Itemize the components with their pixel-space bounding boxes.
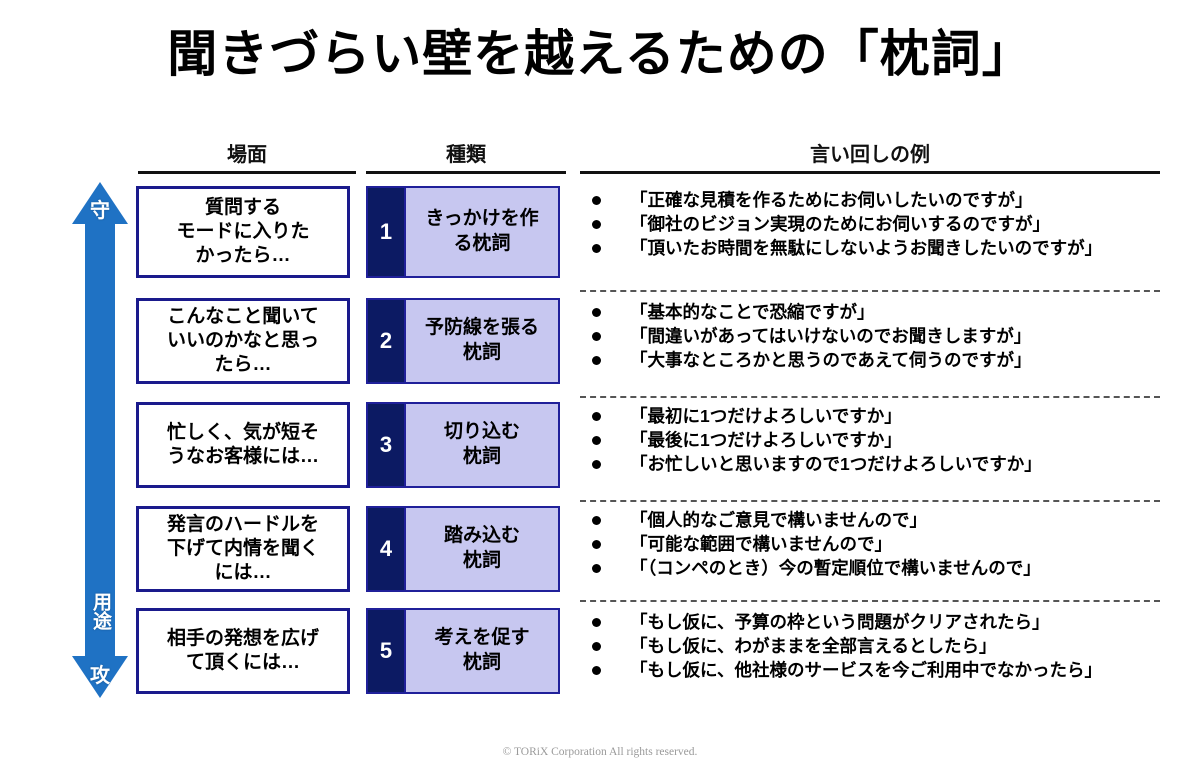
row-separator bbox=[580, 500, 1160, 502]
phrase-list-item: 「（コンペのとき）今の暫定順位で構いませんので」 bbox=[586, 556, 1162, 580]
column-header-scene-rule bbox=[138, 171, 356, 174]
phrase-list-item: 「頂いたお時間を無駄にしないようお聞きしたいのですが」 bbox=[586, 236, 1162, 260]
phrase-list-item: 「大事なところかと思うのであえて伺うのですが」 bbox=[586, 348, 1162, 372]
row-separator bbox=[580, 396, 1160, 398]
type-label: 予防線を張る 枕詞 bbox=[404, 300, 558, 382]
column-header-scene-label: 場面 bbox=[227, 144, 267, 166]
axis-middle-label: 用途 bbox=[90, 592, 111, 630]
arrow-down-icon bbox=[72, 656, 128, 698]
scene-box[interactable]: 発言のハードルを 下げて内情を聞く には… bbox=[136, 506, 350, 592]
type-label: 切り込む 枕詞 bbox=[404, 404, 558, 486]
phrase-list-item: 「お忙しいと思いますので1つだけよろしいですか」 bbox=[586, 452, 1162, 476]
row-separator bbox=[580, 290, 1160, 292]
scene-box[interactable]: 忙しく、気が短そ うなお客様には… bbox=[136, 402, 350, 488]
type-number-badge: 2 bbox=[368, 300, 404, 382]
page-title: 聞きづらい壁を越えるための「枕詞」 bbox=[167, 26, 1033, 82]
phrase-list-item: 「可能な範囲で構いませんので」 bbox=[586, 532, 1162, 556]
phrase-list-item: 「正確な見積を作るためにお伺いしたいのですが」 bbox=[586, 188, 1162, 212]
phrase-list-item: 「御社のビジョン実現のためにお伺いするのですが」 bbox=[586, 212, 1162, 236]
phrase-list-item: 「個人的なご意見で構いませんので」 bbox=[586, 508, 1162, 532]
type-number-badge: 3 bbox=[368, 404, 404, 486]
phrase-list-item: 「最初に1つだけよろしいですか」 bbox=[586, 404, 1162, 428]
axis-bottom-label: 攻 bbox=[90, 665, 110, 687]
column-header-type: 種類 bbox=[366, 144, 566, 174]
phrase-list-item: 「基本的なことで恐縮ですが」 bbox=[586, 300, 1162, 324]
column-header-phrases-rule bbox=[580, 171, 1160, 174]
arrow-up-icon bbox=[72, 182, 128, 224]
column-header-type-rule bbox=[366, 171, 566, 174]
type-label: 踏み込む 枕詞 bbox=[404, 508, 558, 590]
row-separator bbox=[580, 600, 1160, 602]
column-header-scene: 場面 bbox=[138, 144, 356, 174]
phrase-list: 「個人的なご意見で構いませんので」「可能な範囲で構いませんので」「（コンペのとき… bbox=[586, 506, 1162, 580]
type-number-badge: 5 bbox=[368, 610, 404, 692]
phrase-list-item: 「もし仮に、他社様のサービスを今ご利用中でなかったら」 bbox=[586, 658, 1162, 682]
column-header-type-label: 種類 bbox=[446, 144, 486, 166]
scene-box[interactable]: こんなこと聞いて いいのかなと思っ たら… bbox=[136, 298, 350, 384]
phrase-list: 「最初に1つだけよろしいですか」「最後に1つだけよろしいですか」「お忙しいと思い… bbox=[586, 402, 1162, 476]
type-number-badge: 1 bbox=[368, 188, 404, 276]
copyright-footer: © TORiX Corporation All rights reserved. bbox=[502, 746, 698, 758]
usage-axis-arrow: 守 用途 攻 bbox=[72, 182, 128, 698]
phrase-list: 「正確な見積を作るためにお伺いしたいのですが」「御社のビジョン実現のためにお伺い… bbox=[586, 186, 1162, 260]
phrase-list-item: 「もし仮に、予算の枠という問題がクリアされたら」 bbox=[586, 610, 1162, 634]
column-header-phrases: 言い回しの例 bbox=[580, 144, 1160, 174]
type-label: きっかけを作 る枕詞 bbox=[404, 188, 558, 276]
type-label: 考えを促す 枕詞 bbox=[404, 610, 558, 692]
phrase-list: 「もし仮に、予算の枠という問題がクリアされたら」「もし仮に、わがままを全部言える… bbox=[586, 608, 1162, 682]
column-header-phrases-label: 言い回しの例 bbox=[810, 144, 930, 166]
phrase-list: 「基本的なことで恐縮ですが」「間違いがあってはいけないのでお聞きしますが」「大事… bbox=[586, 298, 1162, 372]
axis-top-label: 守 bbox=[90, 200, 110, 222]
scene-box[interactable]: 相手の発想を広げ て頂くには… bbox=[136, 608, 350, 694]
phrase-list-item: 「もし仮に、わがままを全部言えるとしたら」 bbox=[586, 634, 1162, 658]
axis-shaft bbox=[85, 222, 115, 658]
type-number-badge: 4 bbox=[368, 508, 404, 590]
phrase-list-item: 「最後に1つだけよろしいですか」 bbox=[586, 428, 1162, 452]
phrase-list-item: 「間違いがあってはいけないのでお聞きしますが」 bbox=[586, 324, 1162, 348]
scene-box[interactable]: 質問する モードに入りた かったら… bbox=[136, 186, 350, 278]
